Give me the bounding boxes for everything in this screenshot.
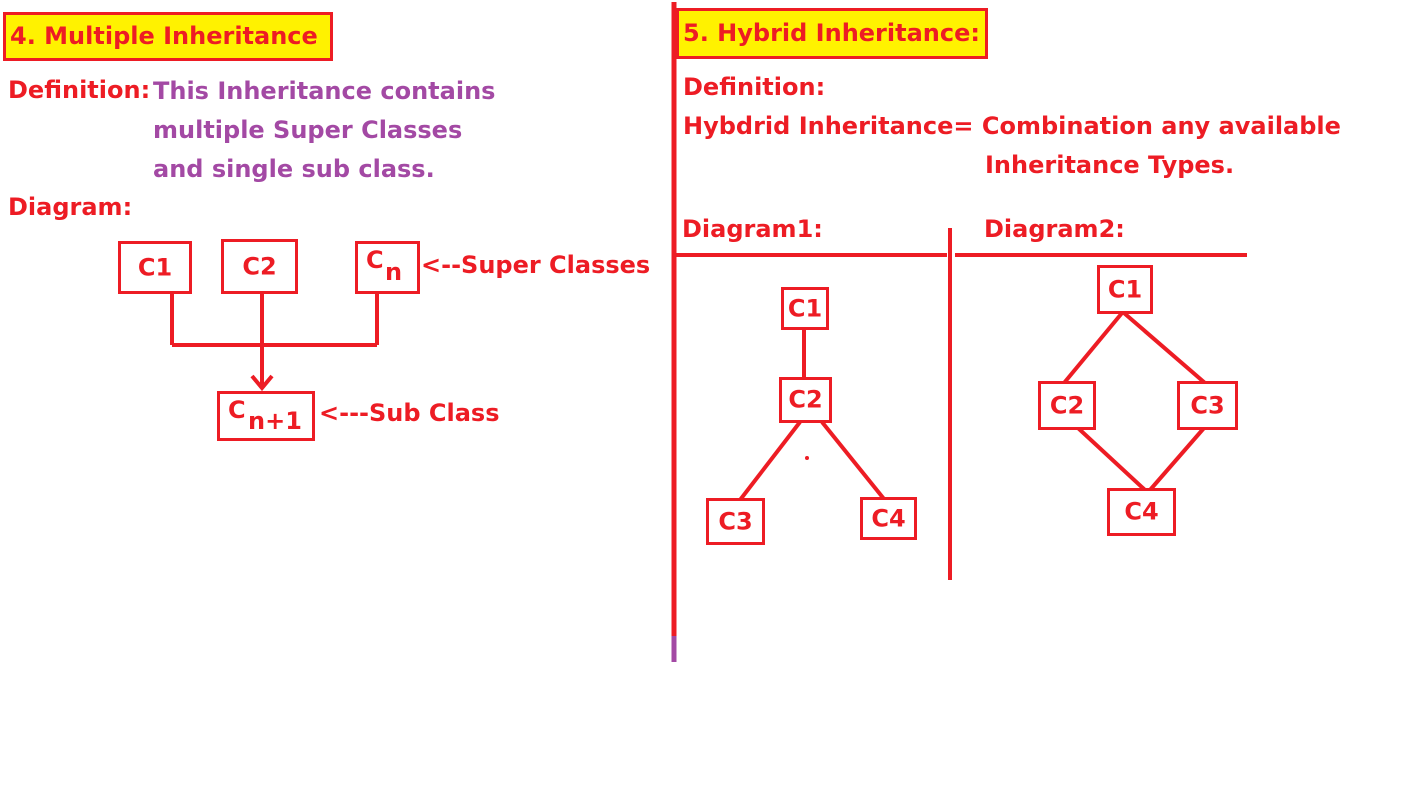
left-definition-line-1: This Inheritance contains [153, 77, 496, 105]
d1-connector-c2-c3 [738, 420, 802, 502]
d1-node-c3: C3 [706, 498, 765, 545]
diagram1-label: Diagram1: [682, 215, 823, 243]
d1-node-c4: C4 [860, 497, 917, 540]
hybrid-inheritance-title: 5. Hybrid Inheritance: [676, 8, 988, 59]
class-box-c2-label: C2 [242, 251, 277, 280]
class-box-c2: C2 [221, 239, 298, 294]
d1-node-c1: C1 [781, 287, 829, 330]
class-box-cn-plus-1-base: C [228, 396, 246, 424]
d2-node-c3-label: C3 [1190, 390, 1225, 419]
class-box-cn: C n [355, 241, 420, 294]
class-box-cn-base: C [366, 246, 384, 274]
multiple-inheritance-title: 4. Multiple Inheritance [3, 12, 333, 61]
left-definition-label: Definition: [8, 76, 151, 104]
d2-node-c3: C3 [1177, 381, 1238, 430]
class-box-c1: C1 [118, 241, 192, 294]
d2-connector-c3-c4 [1148, 426, 1206, 492]
d2-node-c2-label: C2 [1049, 390, 1085, 419]
d1-connector-c2-c4 [820, 420, 886, 501]
sub-class-note: <---Sub Class [319, 399, 500, 427]
d2-node-c4-label: C4 [1124, 497, 1159, 526]
diagram2-label: Diagram2: [984, 215, 1125, 243]
d2-connector-c1-c2 [1062, 311, 1124, 385]
left-diagram-label: Diagram: [8, 193, 133, 221]
d1-node-c2: C2 [779, 377, 832, 423]
class-box-cn-plus-1: C n+1 [217, 391, 315, 441]
d1-node-c3-label: C3 [718, 506, 753, 535]
d1-node-c1-label: C1 [787, 293, 823, 322]
stray-dot [805, 456, 809, 460]
right-definition-label: Definition: [683, 73, 826, 101]
right-definition-line-1: Hybdrid Inheritance= Combination any ava… [683, 112, 1341, 140]
class-box-cn-subscript: n [385, 258, 403, 286]
d2-connector-c2-c4 [1076, 426, 1147, 492]
d1-node-c4-label: C4 [871, 503, 906, 532]
left-definition-line-2: multiple Super Classes [153, 116, 463, 144]
d2-node-c4: C4 [1107, 488, 1176, 536]
d2-node-c2: C2 [1038, 381, 1096, 430]
d2-node-c1: C1 [1097, 265, 1153, 314]
right-definition-line-2: Inheritance Types. [985, 151, 1235, 179]
arrow-head-icon [250, 374, 274, 392]
class-box-c1-label: C1 [137, 252, 173, 281]
d2-connector-c1-c3 [1122, 311, 1207, 385]
d1-node-c2-label: C2 [788, 385, 823, 414]
left-definition-line-3: and single sub class. [153, 155, 435, 183]
class-box-cn-plus-1-subscript: n+1 [248, 407, 302, 435]
super-classes-note: <--Super Classes [421, 251, 651, 279]
d2-node-c1-label: C1 [1107, 274, 1143, 303]
